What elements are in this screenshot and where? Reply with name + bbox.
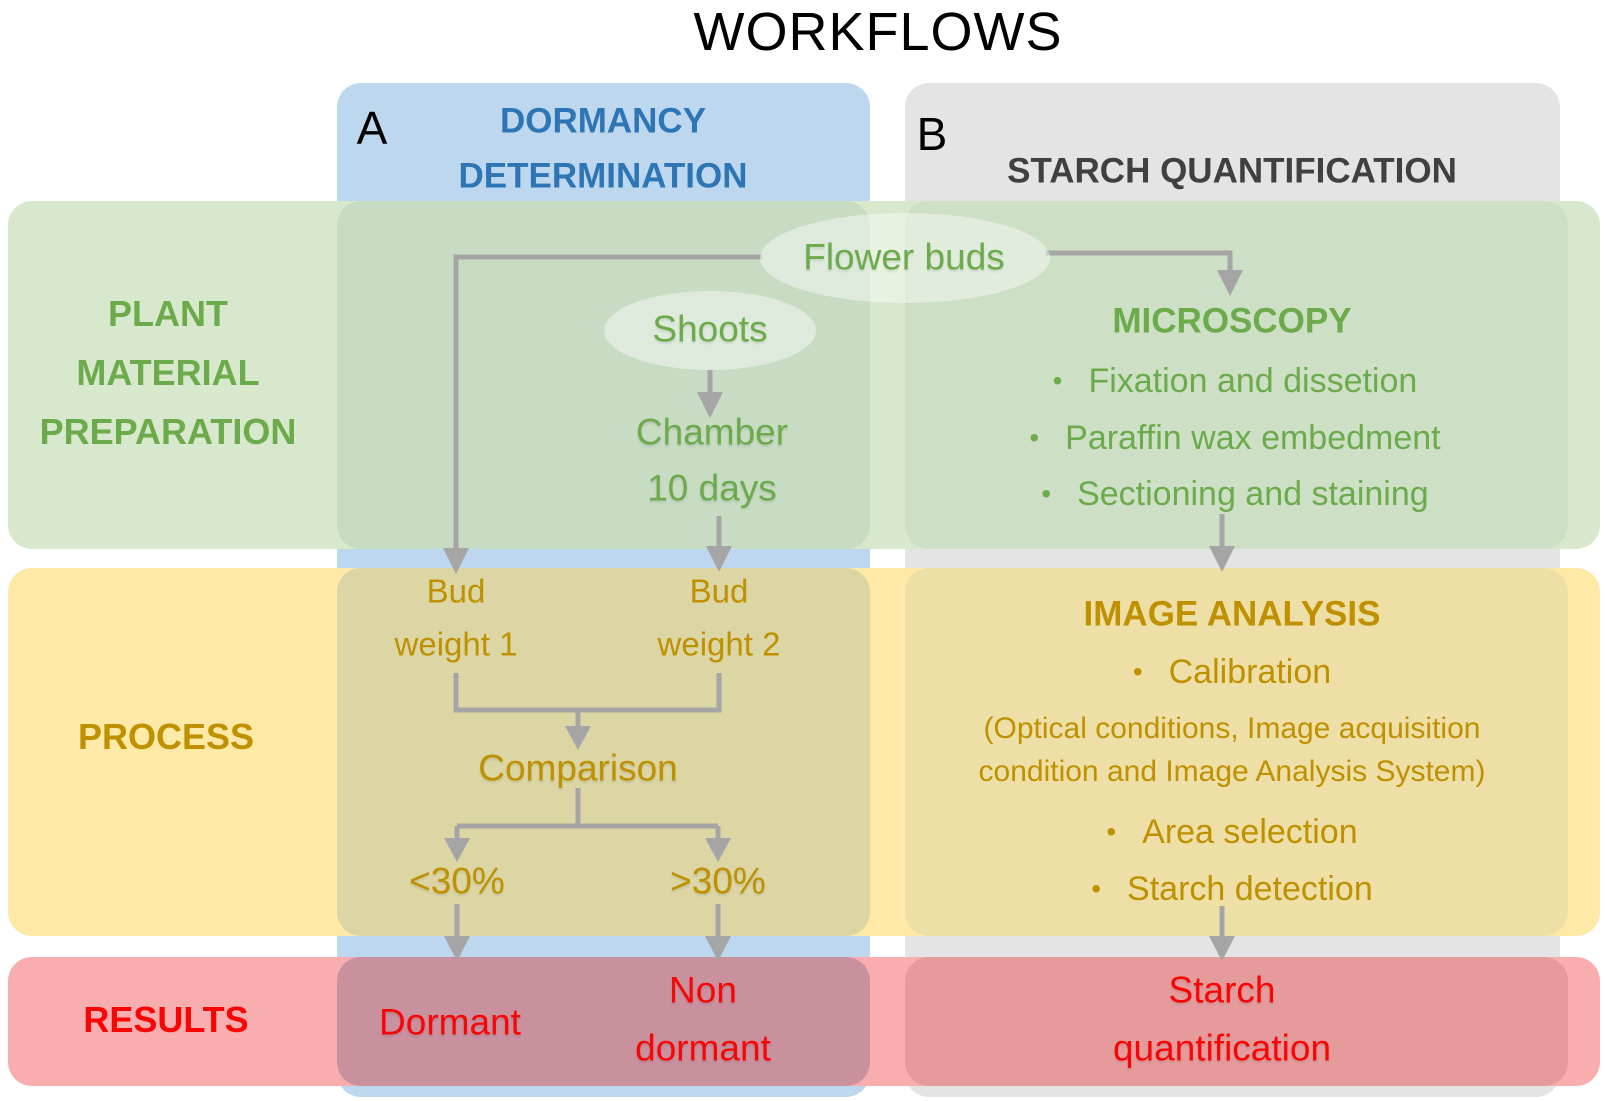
band-label-results: RESULTS xyxy=(83,999,249,1040)
image-analysis-heading: IMAGE ANALYSIS xyxy=(1083,594,1381,634)
column-a-title-line1: DORMANCY xyxy=(499,101,707,141)
band-label-plant-line2: MATERIAL xyxy=(76,352,260,393)
band-label-process: PROCESS xyxy=(77,716,255,757)
bullet-icon: • xyxy=(1041,478,1052,509)
comparison-label: Comparison xyxy=(478,747,678,789)
shoots-ellipse xyxy=(604,291,816,370)
starch-quantification-result-line2: quantification xyxy=(1112,1027,1332,1069)
bullet-icon: • xyxy=(1132,656,1143,687)
calibration-note-line2: condition and Image Analysis System) xyxy=(978,755,1486,788)
bud-weight-1-line1: Bud xyxy=(426,572,486,610)
column-b-letter: B xyxy=(916,108,948,160)
image-analysis-bullet-starch-detection: •Starch detection xyxy=(1091,870,1373,908)
band-results xyxy=(8,957,1600,1086)
microscopy-bullet-paraffin: •Paraffin wax embedment xyxy=(1029,419,1441,457)
greater-than-30-label: >30% xyxy=(670,860,766,902)
image-analysis-bullet-calibration: •Calibration xyxy=(1132,653,1332,691)
column-a-title-line2: DETERMINATION xyxy=(458,156,748,196)
bullet-icon: • xyxy=(1052,365,1063,396)
column-a-letter: A xyxy=(356,102,388,154)
band-process xyxy=(8,568,1600,936)
non-dormant-result-line2: dormant xyxy=(635,1027,771,1069)
bud-weight-2-line1: Bud xyxy=(689,572,749,610)
page-title: WORKFLOWS xyxy=(693,2,1063,62)
image-analysis-bullet-area-selection: •Area selection xyxy=(1106,813,1358,851)
flower-buds-label: Flower buds xyxy=(803,236,1005,278)
band-yellow-over-column-a xyxy=(337,568,870,936)
band-red-over-column-a xyxy=(337,957,870,1086)
less-than-30-label: <30% xyxy=(409,860,505,902)
shoots-label: Shoots xyxy=(652,308,768,350)
band-label-plant-line1: PLANT xyxy=(108,293,228,334)
bud-weight-1-line2: weight 1 xyxy=(394,625,518,663)
microscopy-bullet-sectioning: •Sectioning and staining xyxy=(1041,475,1429,513)
band-yellow-over-column-b xyxy=(905,568,1568,936)
non-dormant-result-line1: Non xyxy=(669,969,737,1011)
band-label-plant-line3: PREPARATION xyxy=(39,411,297,452)
dormant-result-label: Dormant xyxy=(379,1001,521,1043)
band-green-over-column-b xyxy=(905,201,1568,549)
flower-buds-ellipse xyxy=(760,213,1050,303)
microscopy-heading: MICROSCOPY xyxy=(1112,301,1352,341)
chamber-label-line2: 10 days xyxy=(647,467,777,509)
bullet-icon: • xyxy=(1091,873,1102,904)
chamber-label-line1: Chamber xyxy=(635,411,789,453)
microscopy-bullet-fixation: •Fixation and dissetion xyxy=(1052,362,1418,400)
starch-quantification-result-line1: Starch xyxy=(1168,969,1276,1011)
column-b-title: STARCH QUANTIFICATION xyxy=(1007,151,1457,191)
bud-weight-2-line2: weight 2 xyxy=(657,625,781,663)
bullet-icon: • xyxy=(1029,422,1040,453)
bullet-icon: • xyxy=(1106,816,1117,847)
band-red-over-column-b xyxy=(905,957,1568,1086)
calibration-note-line1: (Optical conditions, Image acquisition xyxy=(983,712,1481,745)
